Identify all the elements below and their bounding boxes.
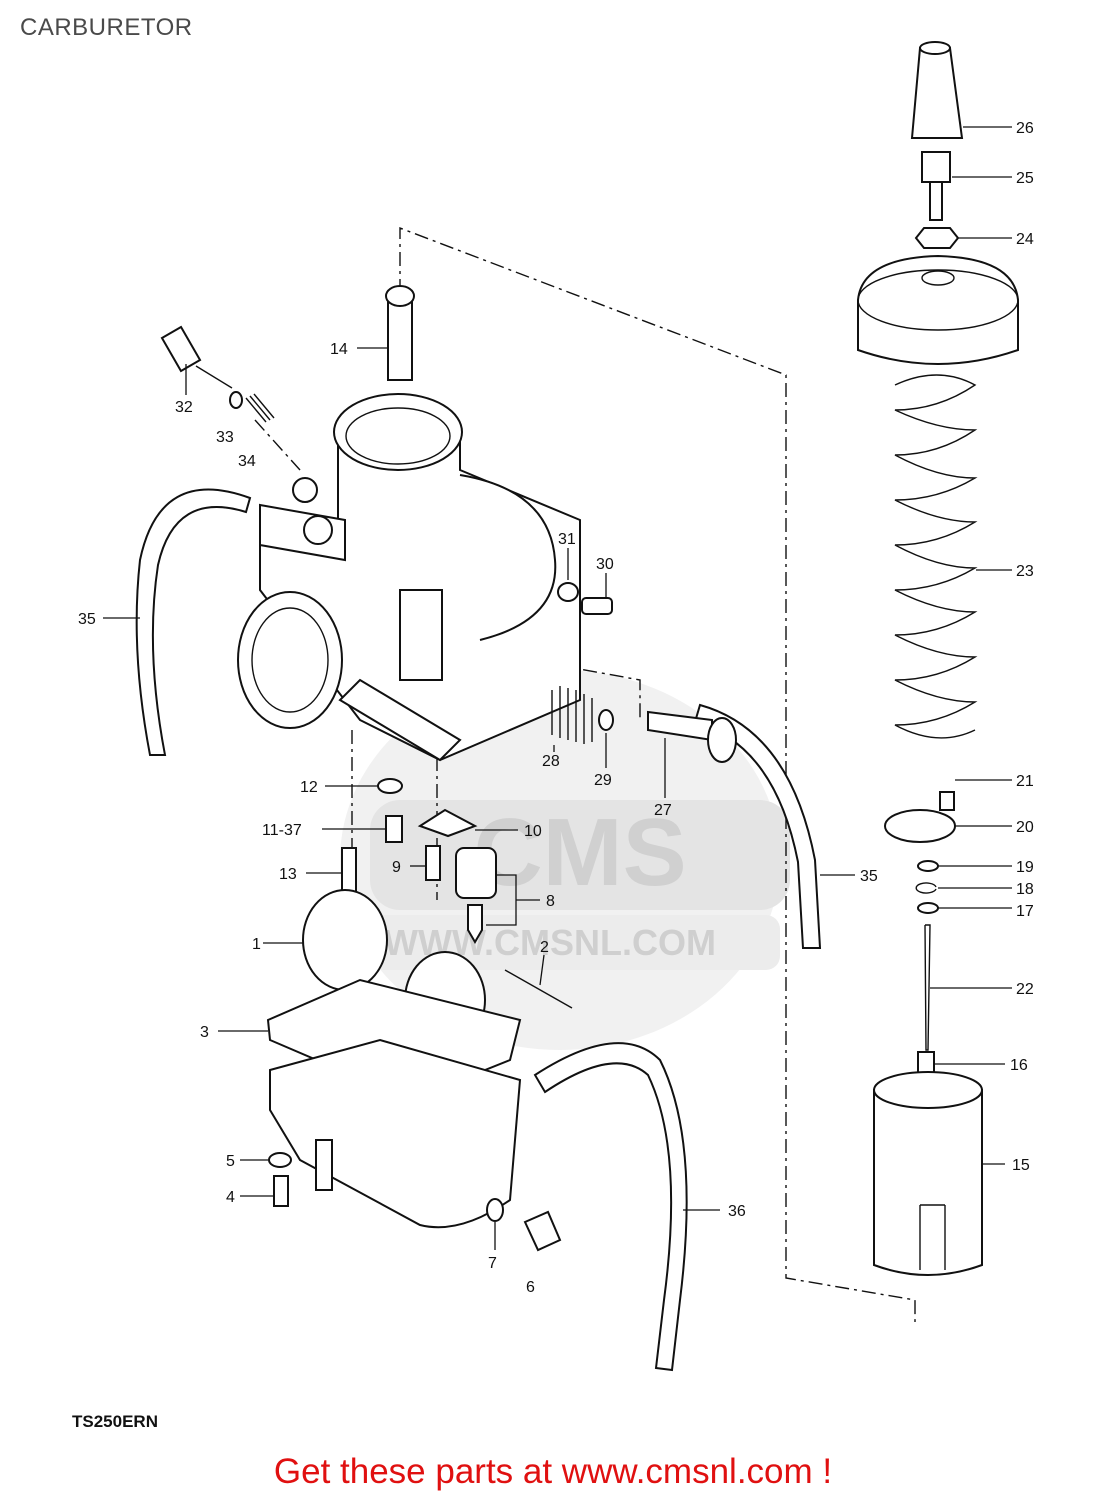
assembly-line-screw: [254, 419, 301, 471]
callout-8: 8: [546, 893, 555, 910]
main-jet-part: [385, 815, 403, 843]
washer-5-part: [268, 1152, 292, 1168]
chamber-top-part: [857, 254, 1019, 365]
callout-28: 28: [542, 753, 560, 770]
callout-23: 23: [1016, 563, 1034, 580]
callout-7: 7: [488, 1255, 497, 1272]
o-ring-7-part: [486, 1198, 504, 1222]
cable-guide-part: [387, 299, 413, 381]
callout-27: 27: [654, 802, 672, 819]
callout-4: 4: [226, 1189, 235, 1206]
float-pin-part: [504, 969, 573, 1009]
seat-part: [917, 902, 939, 914]
throttle-valve-part: [873, 1089, 983, 1276]
washer-part: [917, 860, 939, 872]
carburetor-body-part: [237, 393, 581, 762]
washer-31-part: [557, 582, 579, 602]
ring-29-part: [598, 709, 614, 731]
callout-14: 14: [330, 341, 348, 358]
screw-30-part: [581, 597, 613, 615]
o-ring-part: [229, 391, 243, 409]
bowl-screw-part: [273, 1175, 289, 1207]
cable-adjuster-part: [921, 151, 951, 183]
get-parts-link[interactable]: Get these parts at www.cmsnl.com !: [273, 1452, 833, 1491]
callout-2: 2: [540, 939, 549, 956]
drain-plug-part: [523, 1210, 562, 1252]
callout-35-right: 35: [860, 868, 878, 885]
watermark-brand: CMS: [473, 799, 686, 906]
needle-valve-part: [455, 847, 497, 899]
throttle-spring-part: [894, 374, 978, 739]
callout-1: 1: [252, 936, 261, 953]
callout-36: 36: [728, 1203, 746, 1220]
callout-24: 24: [1016, 231, 1034, 248]
lock-nut-part: [914, 227, 960, 249]
page-title: CARBURETOR: [20, 14, 193, 41]
callout-31: 31: [558, 531, 576, 548]
vent-tube-right-part: [693, 703, 822, 949]
callout-10: 10: [524, 823, 542, 840]
callout-12: 12: [300, 779, 318, 796]
callout-9: 9: [392, 859, 401, 876]
callout-17: 17: [1016, 903, 1034, 920]
callout-labels: 26 25 24 23 21 20 19 18 17 22 16 15 14 3…: [78, 120, 1034, 1296]
callout-13: 13: [279, 866, 297, 883]
idle-spring-part: [551, 686, 593, 744]
callout-32: 32: [175, 399, 193, 416]
overflow-tube-part: [533, 1042, 688, 1372]
plate-10-part: [417, 808, 478, 838]
callout-15: 15: [1012, 1157, 1030, 1174]
callout-11-37: 11-37: [262, 822, 302, 839]
callout-35-left: 35: [78, 611, 96, 628]
model-code: TS250ERN: [72, 1412, 158, 1431]
needle-plate-part: [884, 809, 956, 843]
callout-6: 6: [526, 1279, 535, 1296]
callout-25: 25: [1016, 170, 1034, 187]
callout-leaders: [103, 126, 1012, 1250]
float-bowl-part: [269, 1038, 522, 1229]
callout-16: 16: [1010, 1057, 1028, 1074]
cable-cap-part: [910, 47, 964, 139]
callout-20: 20: [1016, 819, 1034, 836]
jet-needle-part: [924, 924, 931, 1051]
callout-22: 22: [1016, 981, 1034, 998]
callout-29: 29: [594, 772, 612, 789]
callout-26: 26: [1016, 120, 1034, 137]
callout-5: 5: [226, 1153, 235, 1170]
callout-34: 34: [238, 453, 256, 470]
callout-3: 3: [200, 1024, 209, 1041]
float-part: [302, 889, 388, 991]
callout-30: 30: [596, 556, 614, 573]
callout-18: 18: [1016, 881, 1034, 898]
plate-screw-part: [939, 791, 955, 811]
washer-12-part: [377, 778, 403, 794]
screw-9-part: [425, 845, 441, 881]
callout-19: 19: [1016, 859, 1034, 876]
e-clip-part: [915, 882, 937, 894]
callout-33: 33: [216, 429, 234, 446]
assembly-line-slide: [399, 226, 916, 1322]
air-screw-part: [160, 325, 233, 389]
vent-tube-left-part: [135, 488, 252, 756]
callout-21: 21: [1016, 773, 1034, 790]
air-screw-spring-part: [245, 393, 275, 423]
